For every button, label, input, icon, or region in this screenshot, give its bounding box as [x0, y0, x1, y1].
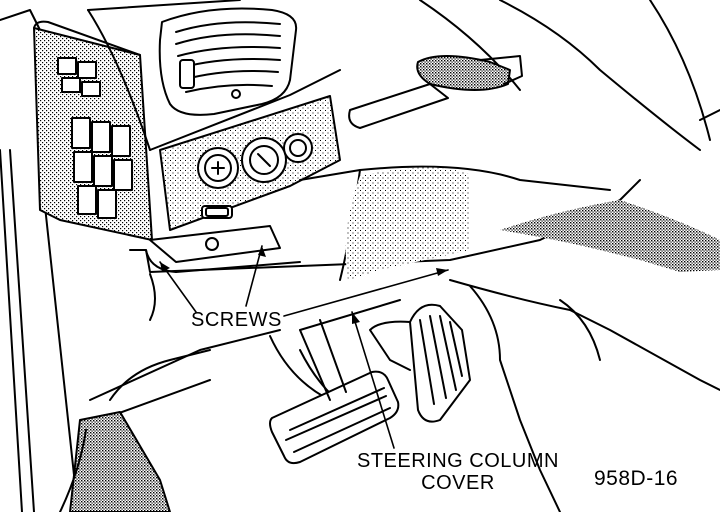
steering-column-cover-label-line2: COVER: [421, 472, 495, 494]
figure-id-label: 958D-16: [594, 467, 679, 490]
air-vent: [158, 7, 298, 116]
accelerator-pedal: [369, 303, 471, 423]
brake-pedal: [269, 319, 400, 465]
dash-top: [87, 0, 720, 151]
knee-bolster: [129, 165, 641, 321]
arrowheads: [160, 246, 448, 324]
switch-panel: [33, 20, 153, 241]
steering-column-cover-label: STEERING COLUMN COVER: [357, 450, 559, 494]
door-pillar: [0, 9, 79, 513]
steering-column-cover: [345, 167, 720, 513]
column-stalk: [348, 55, 523, 129]
footwell-carpet: [59, 411, 171, 513]
climate-panel: [159, 95, 341, 231]
lower-trim: [89, 299, 401, 421]
steering-column-cover-label-line1: STEERING COLUMN: [357, 450, 559, 472]
leader-lines: [159, 245, 449, 449]
screws-label: SCREWS: [191, 309, 282, 331]
